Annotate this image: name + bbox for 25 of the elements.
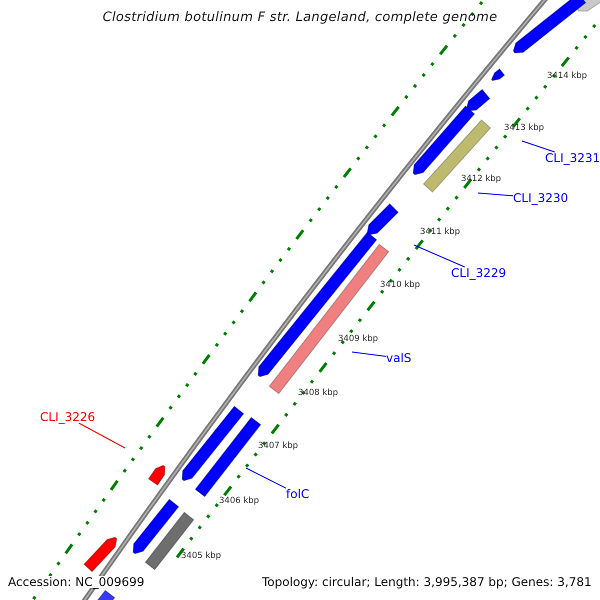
tick-label: 3413 kbp [504, 124, 544, 132]
tick-label: 3414 kbp [547, 72, 588, 80]
tick-label: 3408 kbp [298, 389, 338, 398]
tick-label: 3412 kbp [461, 175, 502, 184]
tick-label: 3410 kbp [380, 281, 420, 290]
leader-line [478, 192, 514, 196]
gene-label: folC [286, 488, 310, 500]
gene-label: valS [386, 352, 412, 364]
tick-label: 3411 kbp [420, 228, 460, 236]
leader-line [352, 352, 386, 357]
gene-label: CLI_3230 [513, 192, 568, 204]
gene-label: CLI_3231 [545, 152, 600, 164]
leader-line [246, 468, 286, 489]
tick-label: 3409 kbp [338, 335, 378, 344]
tick-label: 3407 kbp [258, 442, 298, 450]
gene-label: CLI_3229 [451, 267, 506, 279]
gene-label: CLI_3226 [40, 411, 96, 423]
map-title: Clostridium botulinum F str. Langeland, complete genome [102, 11, 498, 24]
accession-text: Accession: NC_009699 [8, 576, 144, 588]
leader-line [78, 422, 126, 448]
leader-line [522, 140, 556, 152]
genome-stats-text: Topology: circular; Length: 3,995,387 bp; Genes: 3,781 [262, 576, 592, 588]
tick-label: 3406 kbp [219, 497, 260, 506]
leader-line [414, 244, 466, 268]
tick-label: 3405 kbp [181, 552, 222, 560]
